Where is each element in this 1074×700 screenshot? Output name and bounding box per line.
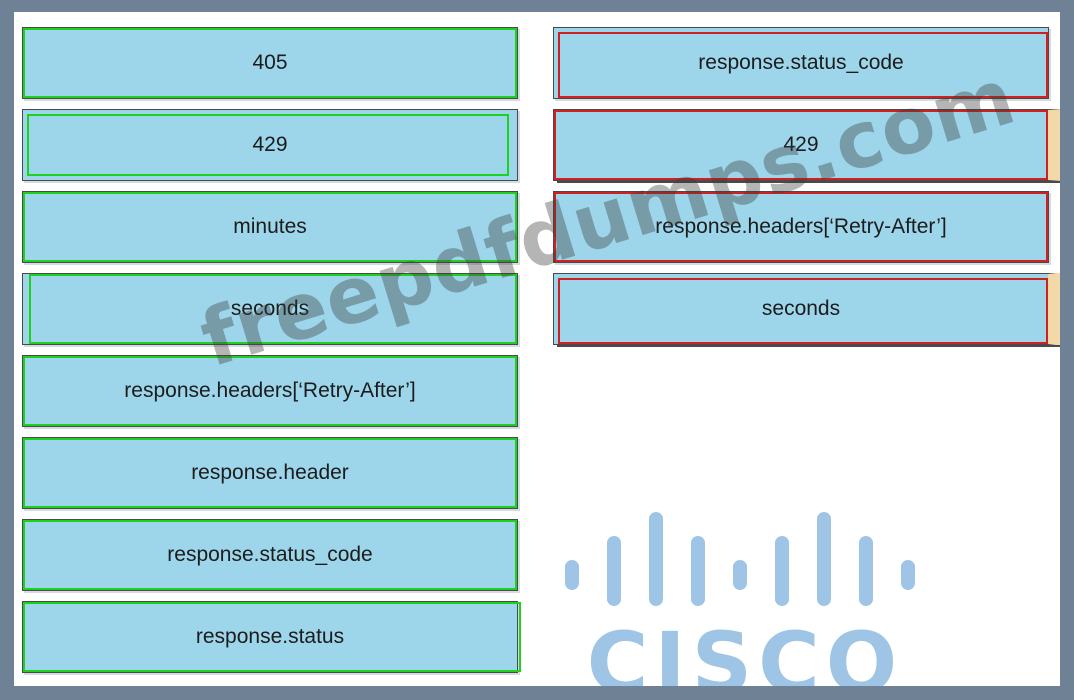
option-label: minutes <box>233 215 307 238</box>
answer-tile-seconds[interactable]: seconds <box>553 273 1056 345</box>
answer-label: response.headers[‘Retry-After’] <box>655 215 947 238</box>
option-label: response.headers[‘Retry-After’] <box>124 379 416 402</box>
option-label: 429 <box>252 133 288 156</box>
answer-tile-retry-after-header[interactable]: response.headers[‘Retry-After’] <box>553 191 1049 263</box>
cisco-logo: CISCO <box>565 512 915 686</box>
option-tile-405[interactable]: 405 <box>22 27 518 99</box>
option-tile-429[interactable]: 429 <box>22 109 518 181</box>
option-label: response.status <box>195 625 345 648</box>
answer-label: response.status_code <box>698 51 904 74</box>
answer-label: seconds <box>761 297 841 320</box>
option-tile-response-header[interactable]: response.header <box>22 437 518 509</box>
answer-label: 429 <box>783 133 819 156</box>
cisco-bridge-bars-icon <box>565 512 915 606</box>
answer-tile-response-status-code[interactable]: response.status_code <box>553 27 1049 99</box>
option-label: seconds <box>230 297 310 320</box>
option-tile-response-status-code[interactable]: response.status_code <box>22 519 518 591</box>
answer-tile-429[interactable]: 429 <box>553 109 1060 181</box>
option-tile-minutes[interactable]: minutes <box>22 191 518 263</box>
option-label: response.status_code <box>167 543 373 566</box>
drag-drop-answer-panel: 405 429 minutes seconds response.headers… <box>14 12 1060 686</box>
cisco-wordmark: CISCO <box>587 614 903 686</box>
option-tile-seconds[interactable]: seconds <box>22 273 518 345</box>
option-label: 405 <box>252 51 288 74</box>
option-tile-retry-after-header[interactable]: response.headers[‘Retry-After’] <box>22 355 518 427</box>
option-tile-response-status[interactable]: response.status <box>22 601 521 673</box>
option-label: response.header <box>191 461 349 484</box>
